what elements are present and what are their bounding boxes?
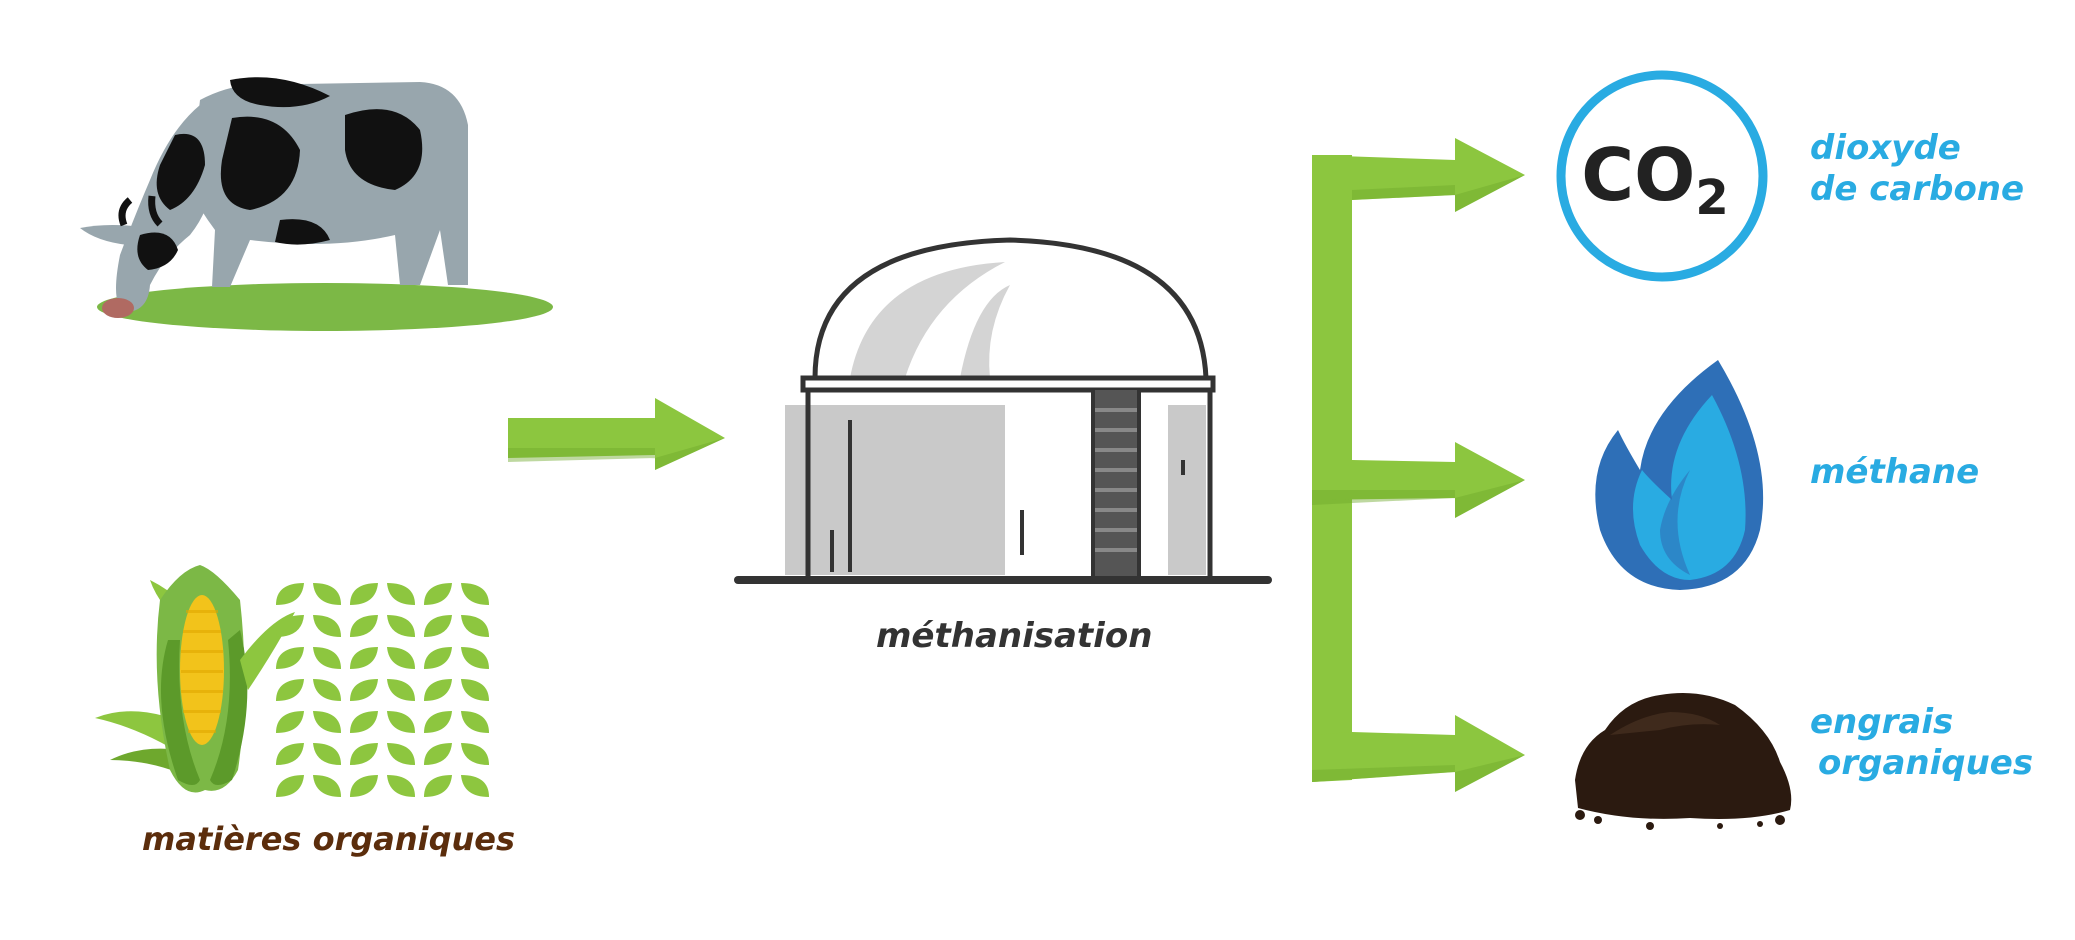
leaf-shape: [313, 679, 341, 701]
leaf-shape: [276, 711, 304, 733]
leaf-shape: [387, 647, 415, 669]
leaves-icon: [276, 583, 489, 797]
fertilizer-label-line2: organiques: [1818, 743, 2034, 783]
leaf-shape: [313, 615, 341, 637]
leaf-shape: [387, 775, 415, 797]
leaf-shape: [424, 775, 452, 797]
leaf-shape: [350, 775, 378, 797]
co2-badge-icon: CO2: [1556, 70, 1768, 282]
leaf-shape: [387, 679, 415, 701]
leaf-shape: [424, 679, 452, 701]
fertilizer-label-line1: engrais: [1810, 702, 1954, 742]
leaf-shape: [350, 743, 378, 765]
leaf-shape: [313, 775, 341, 797]
input-arrow: [508, 398, 725, 470]
leaf-shape: [461, 743, 489, 765]
co2-badge-main: CO: [1581, 133, 1695, 217]
leaf-shape: [350, 711, 378, 733]
biodigester-icon: [734, 237, 1272, 584]
leaf-shape: [387, 711, 415, 733]
leaf-shape: [424, 743, 452, 765]
leaf-shape: [461, 615, 489, 637]
input-label: matières organiques: [142, 820, 516, 858]
leaf-shape: [424, 711, 452, 733]
leaf-shape: [461, 679, 489, 701]
flame-icon: [1595, 360, 1764, 590]
leaf-shape: [424, 583, 452, 605]
svg-text:CO2: CO2: [1581, 133, 1728, 226]
leaf-shape: [387, 583, 415, 605]
leaf-shape: [313, 647, 341, 669]
leaf-shape: [313, 711, 341, 733]
leaf-shape: [461, 583, 489, 605]
leaf-shape: [313, 583, 341, 605]
leaf-shape: [276, 615, 304, 637]
fertilizer-label: engrais organiques: [1810, 702, 2033, 784]
cow-icon: [80, 77, 553, 331]
corn-icon: [95, 565, 295, 793]
co2-badge-sub: 2: [1695, 170, 1728, 226]
leaf-shape: [461, 711, 489, 733]
leaf-shape: [424, 647, 452, 669]
soil-icon: [1575, 692, 1792, 830]
leaf-shape: [313, 743, 341, 765]
co2-label: dioxyde de carbone: [1810, 128, 2024, 210]
leaf-shape: [350, 615, 378, 637]
leaf-shape: [387, 743, 415, 765]
leaf-shape: [461, 647, 489, 669]
leaf-shape: [350, 583, 378, 605]
leaf-shape: [276, 583, 304, 605]
leaf-shape: [350, 679, 378, 701]
leaf-shape: [276, 679, 304, 701]
output-arrows: [1312, 138, 1525, 792]
co2-label-line1: dioxyde: [1810, 128, 1961, 168]
co2-label-line2: de carbone: [1810, 169, 2025, 209]
process-label: méthanisation: [876, 616, 1153, 656]
leaf-shape: [276, 743, 304, 765]
leaf-shape: [276, 775, 304, 797]
leaf-shape: [350, 647, 378, 669]
leaf-shape: [424, 615, 452, 637]
methane-label: méthane: [1810, 452, 1980, 492]
leaf-shape: [387, 615, 415, 637]
leaf-shape: [276, 647, 304, 669]
leaf-shape: [461, 775, 489, 797]
